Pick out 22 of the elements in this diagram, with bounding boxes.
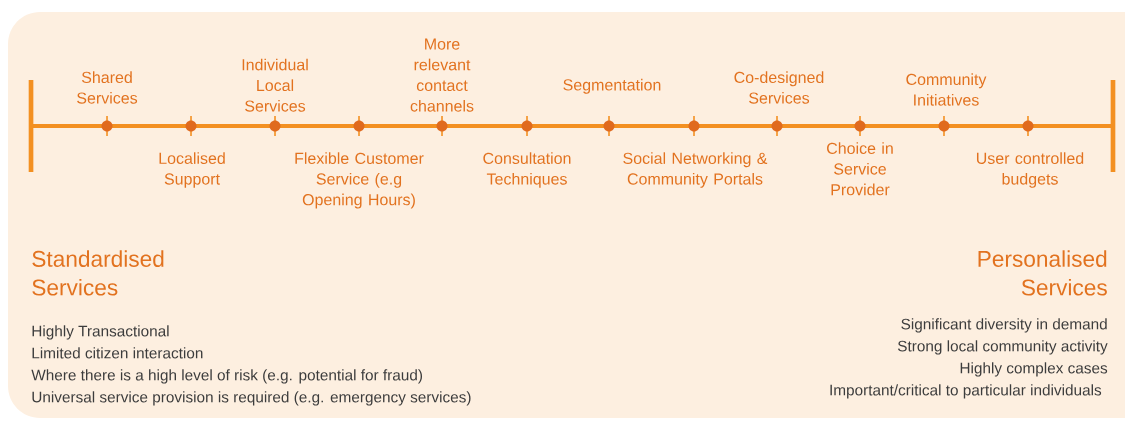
timeline-label: Localised Support xyxy=(159,152,225,188)
note: Universal service provision is required (e.g. emergency services) xyxy=(32,391,471,406)
note: Limited citizen interaction xyxy=(32,347,203,359)
timeline-label: Choice in Service Provider xyxy=(827,142,893,196)
timeline-label: Consultation Techniques xyxy=(483,152,571,188)
timeline-label: User controlled budgets xyxy=(977,152,1084,188)
timeline-label: Shared Services xyxy=(77,71,138,104)
note: Important/critical to particular individuals xyxy=(830,384,1102,399)
note: Highly complex cases xyxy=(960,362,1108,377)
scale-heading: Standardised Services xyxy=(32,250,164,296)
timeline-label: Flexible Customer Service (e.g Opening Hours) xyxy=(295,152,424,209)
timeline-label: Individual Local Services xyxy=(242,58,308,112)
timeline-label: Co-designed Services xyxy=(734,71,824,104)
timeline-label: Community Initiatives xyxy=(906,73,987,106)
note: Highly Transactional xyxy=(32,325,169,340)
timeline-label: Social Networking & Community Portals xyxy=(623,152,768,188)
note: Strong local community activity xyxy=(897,340,1108,355)
note: Significant diversity in demand xyxy=(901,318,1107,333)
timeline-label: Segmentation xyxy=(563,78,661,94)
scale-heading: Personalised Services xyxy=(978,250,1107,296)
timeline-label: More relevant contact channels xyxy=(410,38,474,112)
note: Where there is a high level of risk (e.g. potential for fraud) xyxy=(31,369,422,384)
